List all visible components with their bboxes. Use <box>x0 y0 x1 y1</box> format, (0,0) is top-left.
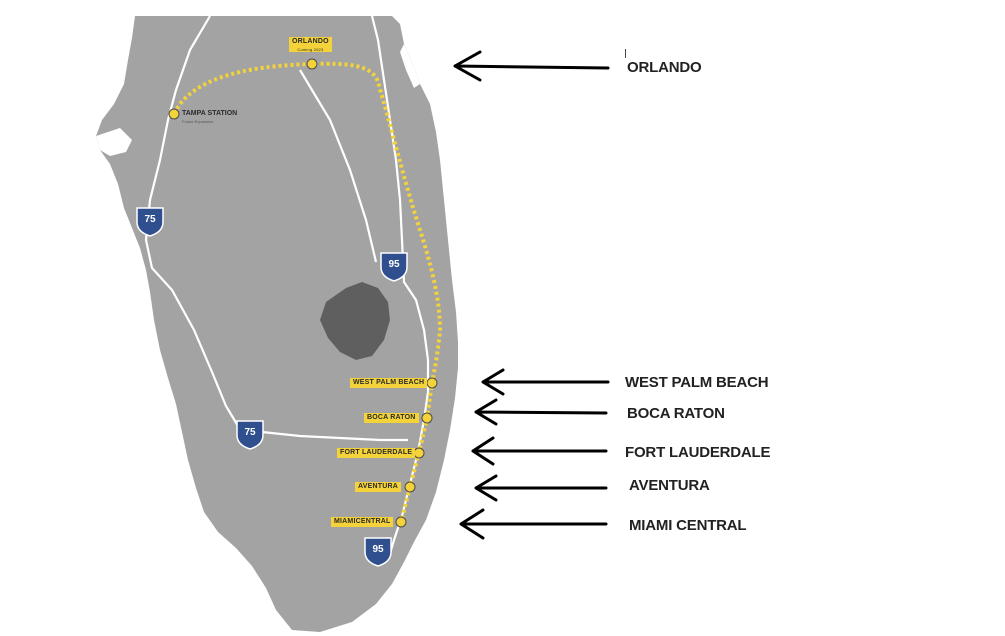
florida-land <box>96 16 458 632</box>
station-name: ORLANDO <box>292 38 329 45</box>
interstate-shield-icon <box>136 207 164 237</box>
station-label-west-palm-beach: WEST PALM BEACH <box>350 378 428 388</box>
text-cursor <box>625 49 626 58</box>
station-dot-west-palm-beach <box>426 377 438 389</box>
station-label-tampa: TAMPA STATION Future Expansion <box>182 110 237 126</box>
callout-aventura: AVENTURA <box>629 477 710 494</box>
station-dots <box>168 58 438 528</box>
callout-miami-central: MIAMI CENTRAL <box>629 517 747 534</box>
callout-arrows <box>453 50 610 540</box>
station-dot-orlando <box>306 58 318 70</box>
station-label-aventura: AVENTURA <box>355 482 401 492</box>
station-dot-miami-central <box>395 516 407 528</box>
station-dot-aventura <box>404 481 416 493</box>
arrow-left-icon <box>471 436 608 466</box>
interstate-shields <box>136 207 408 567</box>
tampa-bay-notch <box>96 128 132 156</box>
arrow-left-icon <box>459 508 608 540</box>
rail-line <box>172 61 443 523</box>
station-dot-fort-lauderdale <box>413 447 425 459</box>
station-label-orlando: ORLANDO Coming 2023 <box>289 37 332 52</box>
florida-turnpike-road <box>299 69 378 263</box>
station-sublabel: Coming 2023 <box>297 47 324 52</box>
arrow-left-icon <box>481 368 610 396</box>
station-dot-boca-raton <box>421 412 433 424</box>
interstate-shield-icon <box>364 537 392 567</box>
interstate-shield-icon <box>236 420 264 450</box>
arrow-left-icon <box>474 474 608 502</box>
station-sublabel: Future Expansion <box>182 119 214 124</box>
shield-number-95: 95 <box>372 544 384 555</box>
callout-west-palm-beach: WEST PALM BEACH <box>625 374 769 391</box>
callout-fort-lauderdale: FORT LAUDERDALE <box>625 444 771 461</box>
east-coast-lagoon <box>400 44 420 88</box>
interstate-shield-icon <box>380 252 408 282</box>
station-name: TAMPA STATION <box>182 110 238 117</box>
shield-number-75: 75 <box>244 427 256 438</box>
station-label-miami-central: MIAMICENTRAL <box>331 517 394 527</box>
station-dot-tampa <box>168 108 180 120</box>
shield-number-95: 95 <box>388 259 400 270</box>
arrow-left-icon <box>474 398 608 426</box>
shield-number-75: 75 <box>144 214 156 225</box>
arrow-left-icon <box>453 50 610 82</box>
callout-orlando: ORLANDO <box>627 59 702 76</box>
callout-boca-raton: BOCA RATON <box>627 405 725 422</box>
station-label-fort-lauderdale: FORT LAUDERDALE <box>337 448 416 458</box>
lake-okeechobee <box>320 282 390 360</box>
station-label-boca-raton: BOCA RATON <box>364 413 419 423</box>
